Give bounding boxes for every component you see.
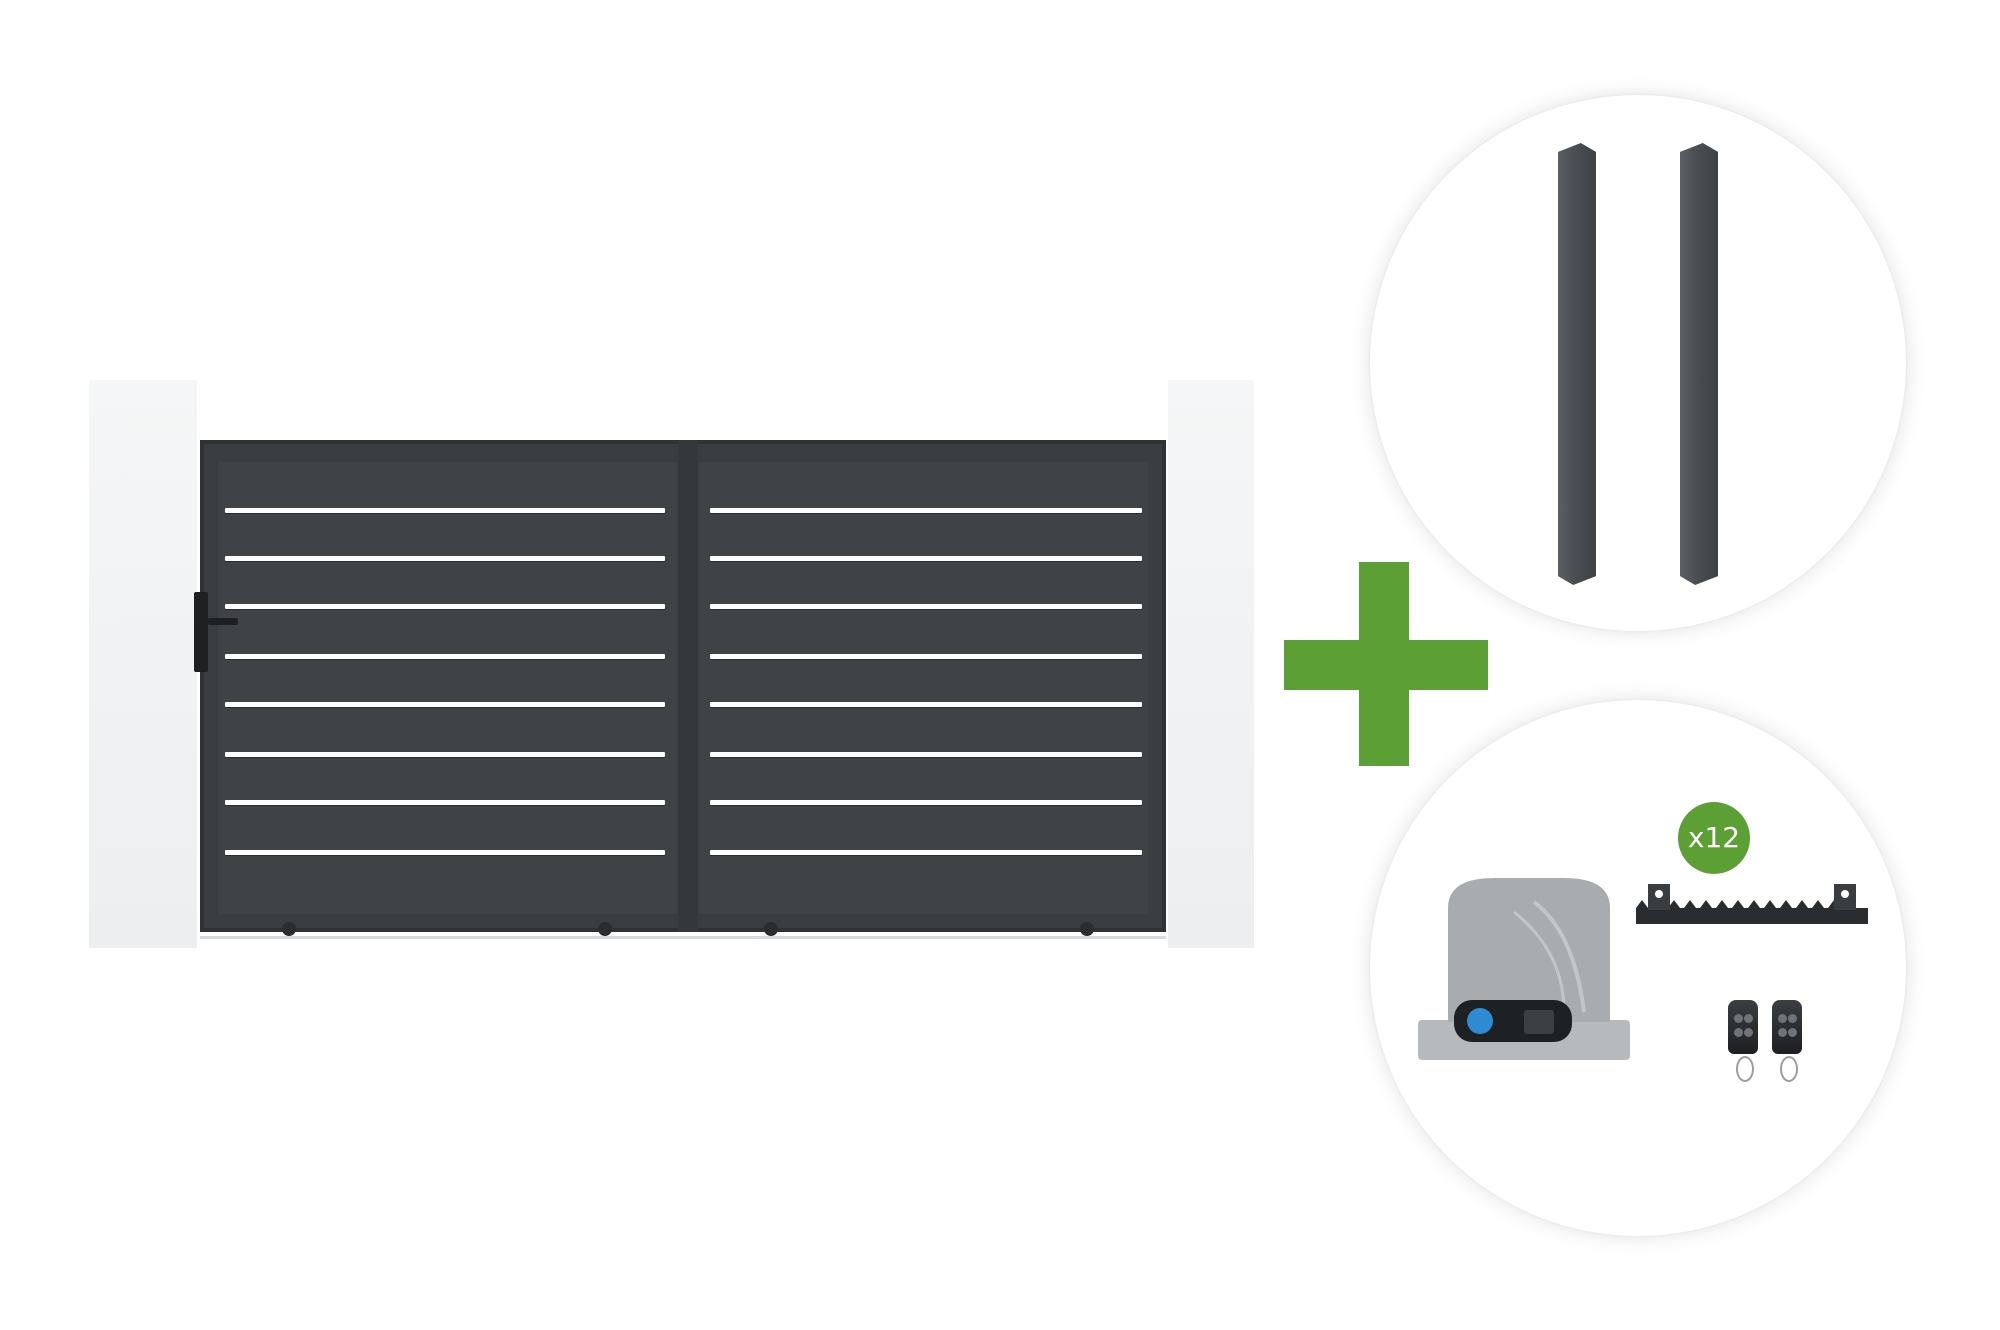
gear-rack-icon: [1636, 884, 1868, 924]
quantity-badge-label: x12: [1687, 821, 1741, 854]
motor-kit-circle: x12: [1370, 700, 1906, 1236]
post-right: [1680, 143, 1718, 585]
gate-slat-gap: [225, 654, 665, 659]
gate-slat-gap: [710, 556, 1142, 561]
remote-left: [1728, 1000, 1758, 1054]
keyring-left: [1736, 1056, 1754, 1082]
sliding-gate: [194, 440, 1166, 932]
gate-left-panel: [218, 462, 678, 914]
gate-wheel: [598, 922, 612, 936]
gate-slat-gap: [710, 702, 1142, 707]
gate-center-post: [678, 440, 698, 932]
gate-slat-gap: [225, 800, 665, 805]
gate-wheel: [764, 922, 778, 936]
gate-slat-gap: [225, 850, 665, 855]
gate-handle: [208, 618, 238, 625]
remote-right: [1772, 1000, 1802, 1054]
gate-slat-gap: [710, 508, 1142, 513]
keyring-right: [1780, 1056, 1798, 1082]
gate-lock-icon: [194, 592, 208, 672]
gate-wheel: [282, 922, 296, 936]
gate-slat-gap: [710, 604, 1142, 609]
gate-rail: [200, 936, 1166, 939]
right-pillar: [1168, 380, 1254, 948]
gate-slat-gap: [225, 702, 665, 707]
quantity-badge: x12: [1678, 802, 1750, 874]
gate-slat-gap: [225, 604, 665, 609]
gate-slat-gap: [225, 556, 665, 561]
gate-right-panel: [698, 462, 1148, 914]
gate-slat-gap: [710, 850, 1142, 855]
posts-circle: [1370, 95, 1906, 631]
gate-slat-gap: [710, 752, 1142, 757]
left-pillar: [89, 380, 197, 948]
post-left: [1558, 143, 1596, 585]
gate-slat-gap: [225, 508, 665, 513]
gate-wheel: [1080, 922, 1094, 936]
gate-slat-gap: [710, 800, 1142, 805]
gate-slat-gap: [710, 654, 1142, 659]
gate-motor-icon: [1418, 878, 1630, 1060]
gate-slat-gap: [225, 752, 665, 757]
